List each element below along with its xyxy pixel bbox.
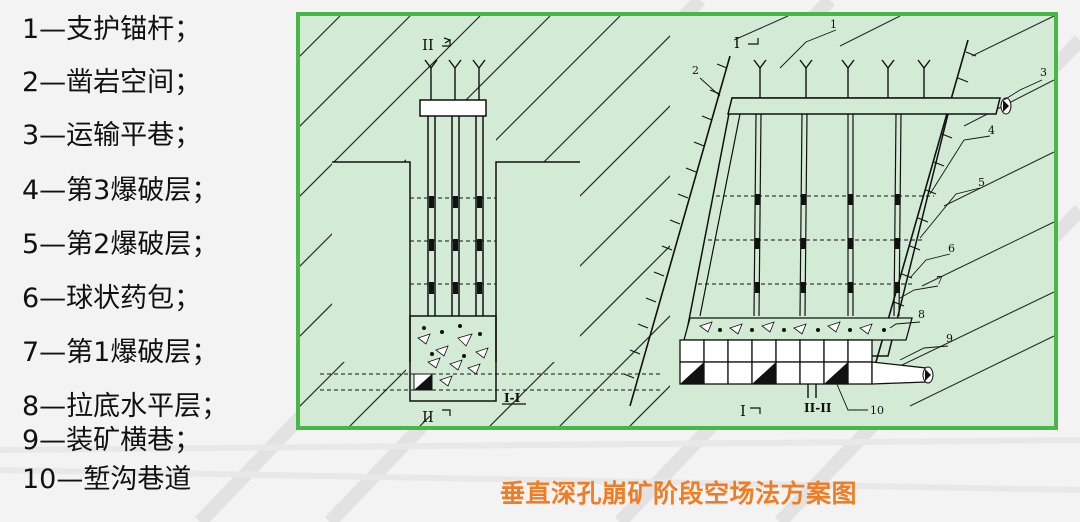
callout-2: 2	[692, 64, 699, 77]
legend-item-8: 8—拉底水平层；	[22, 391, 229, 422]
right-bottom-marker: I	[740, 402, 746, 420]
legend-item-9: 9—装矿横巷；	[22, 425, 202, 456]
legend-item-3: 3—运输平巷；	[22, 120, 202, 151]
callout-8: 8	[918, 308, 925, 321]
callout-7: 7	[936, 274, 943, 287]
mining-method-diagram: II II I-I	[300, 16, 1054, 426]
legend-item-7: 7—第1爆破层；	[22, 337, 219, 368]
callout-6: 6	[948, 242, 955, 255]
right-top-marker: I	[734, 34, 740, 52]
legend-item-6: 6—球状药包；	[22, 283, 202, 314]
trench-drifts-right	[680, 362, 848, 384]
right-section-label: II-II	[804, 401, 832, 415]
charges-right	[755, 194, 900, 293]
left-bottom-marker: II	[422, 408, 434, 426]
drilling-chamber-left	[419, 99, 487, 117]
legend-item-5: 5—第2爆破层；	[22, 229, 219, 260]
diagram-caption: 垂直深孔崩矿阶段空场法方案图	[500, 479, 858, 508]
right-section-view: II-II I I 1 2 3	[623, 16, 1054, 420]
legend-item-2: 2—凿岩空间；	[22, 67, 202, 98]
anchor-bolts-left	[424, 59, 486, 100]
broken-ore-right	[699, 321, 873, 335]
legend-item-4: 4—第3爆破层；	[22, 175, 219, 206]
legend-item-10: 10—堑沟巷道	[22, 464, 192, 495]
callout-10: 10	[870, 404, 884, 417]
callout-5: 5	[978, 176, 985, 189]
anchor-bolts-right	[753, 59, 931, 98]
left-section-label: I-I	[504, 391, 521, 405]
left-section-view: II II I-I	[300, 16, 670, 426]
callout-9: 9	[946, 332, 953, 345]
left-top-marker: II	[422, 36, 434, 54]
diagram-panel: II II I-I	[296, 12, 1058, 430]
broken-ore-left	[417, 333, 489, 387]
callout-4: 4	[988, 124, 995, 137]
callout-leaders	[699, 29, 1043, 411]
callout-1: 1	[830, 18, 837, 31]
charges-left	[429, 196, 482, 294]
callout-3: 3	[1040, 66, 1047, 79]
legend-item-1: 1—支护锚杆；	[22, 14, 202, 45]
